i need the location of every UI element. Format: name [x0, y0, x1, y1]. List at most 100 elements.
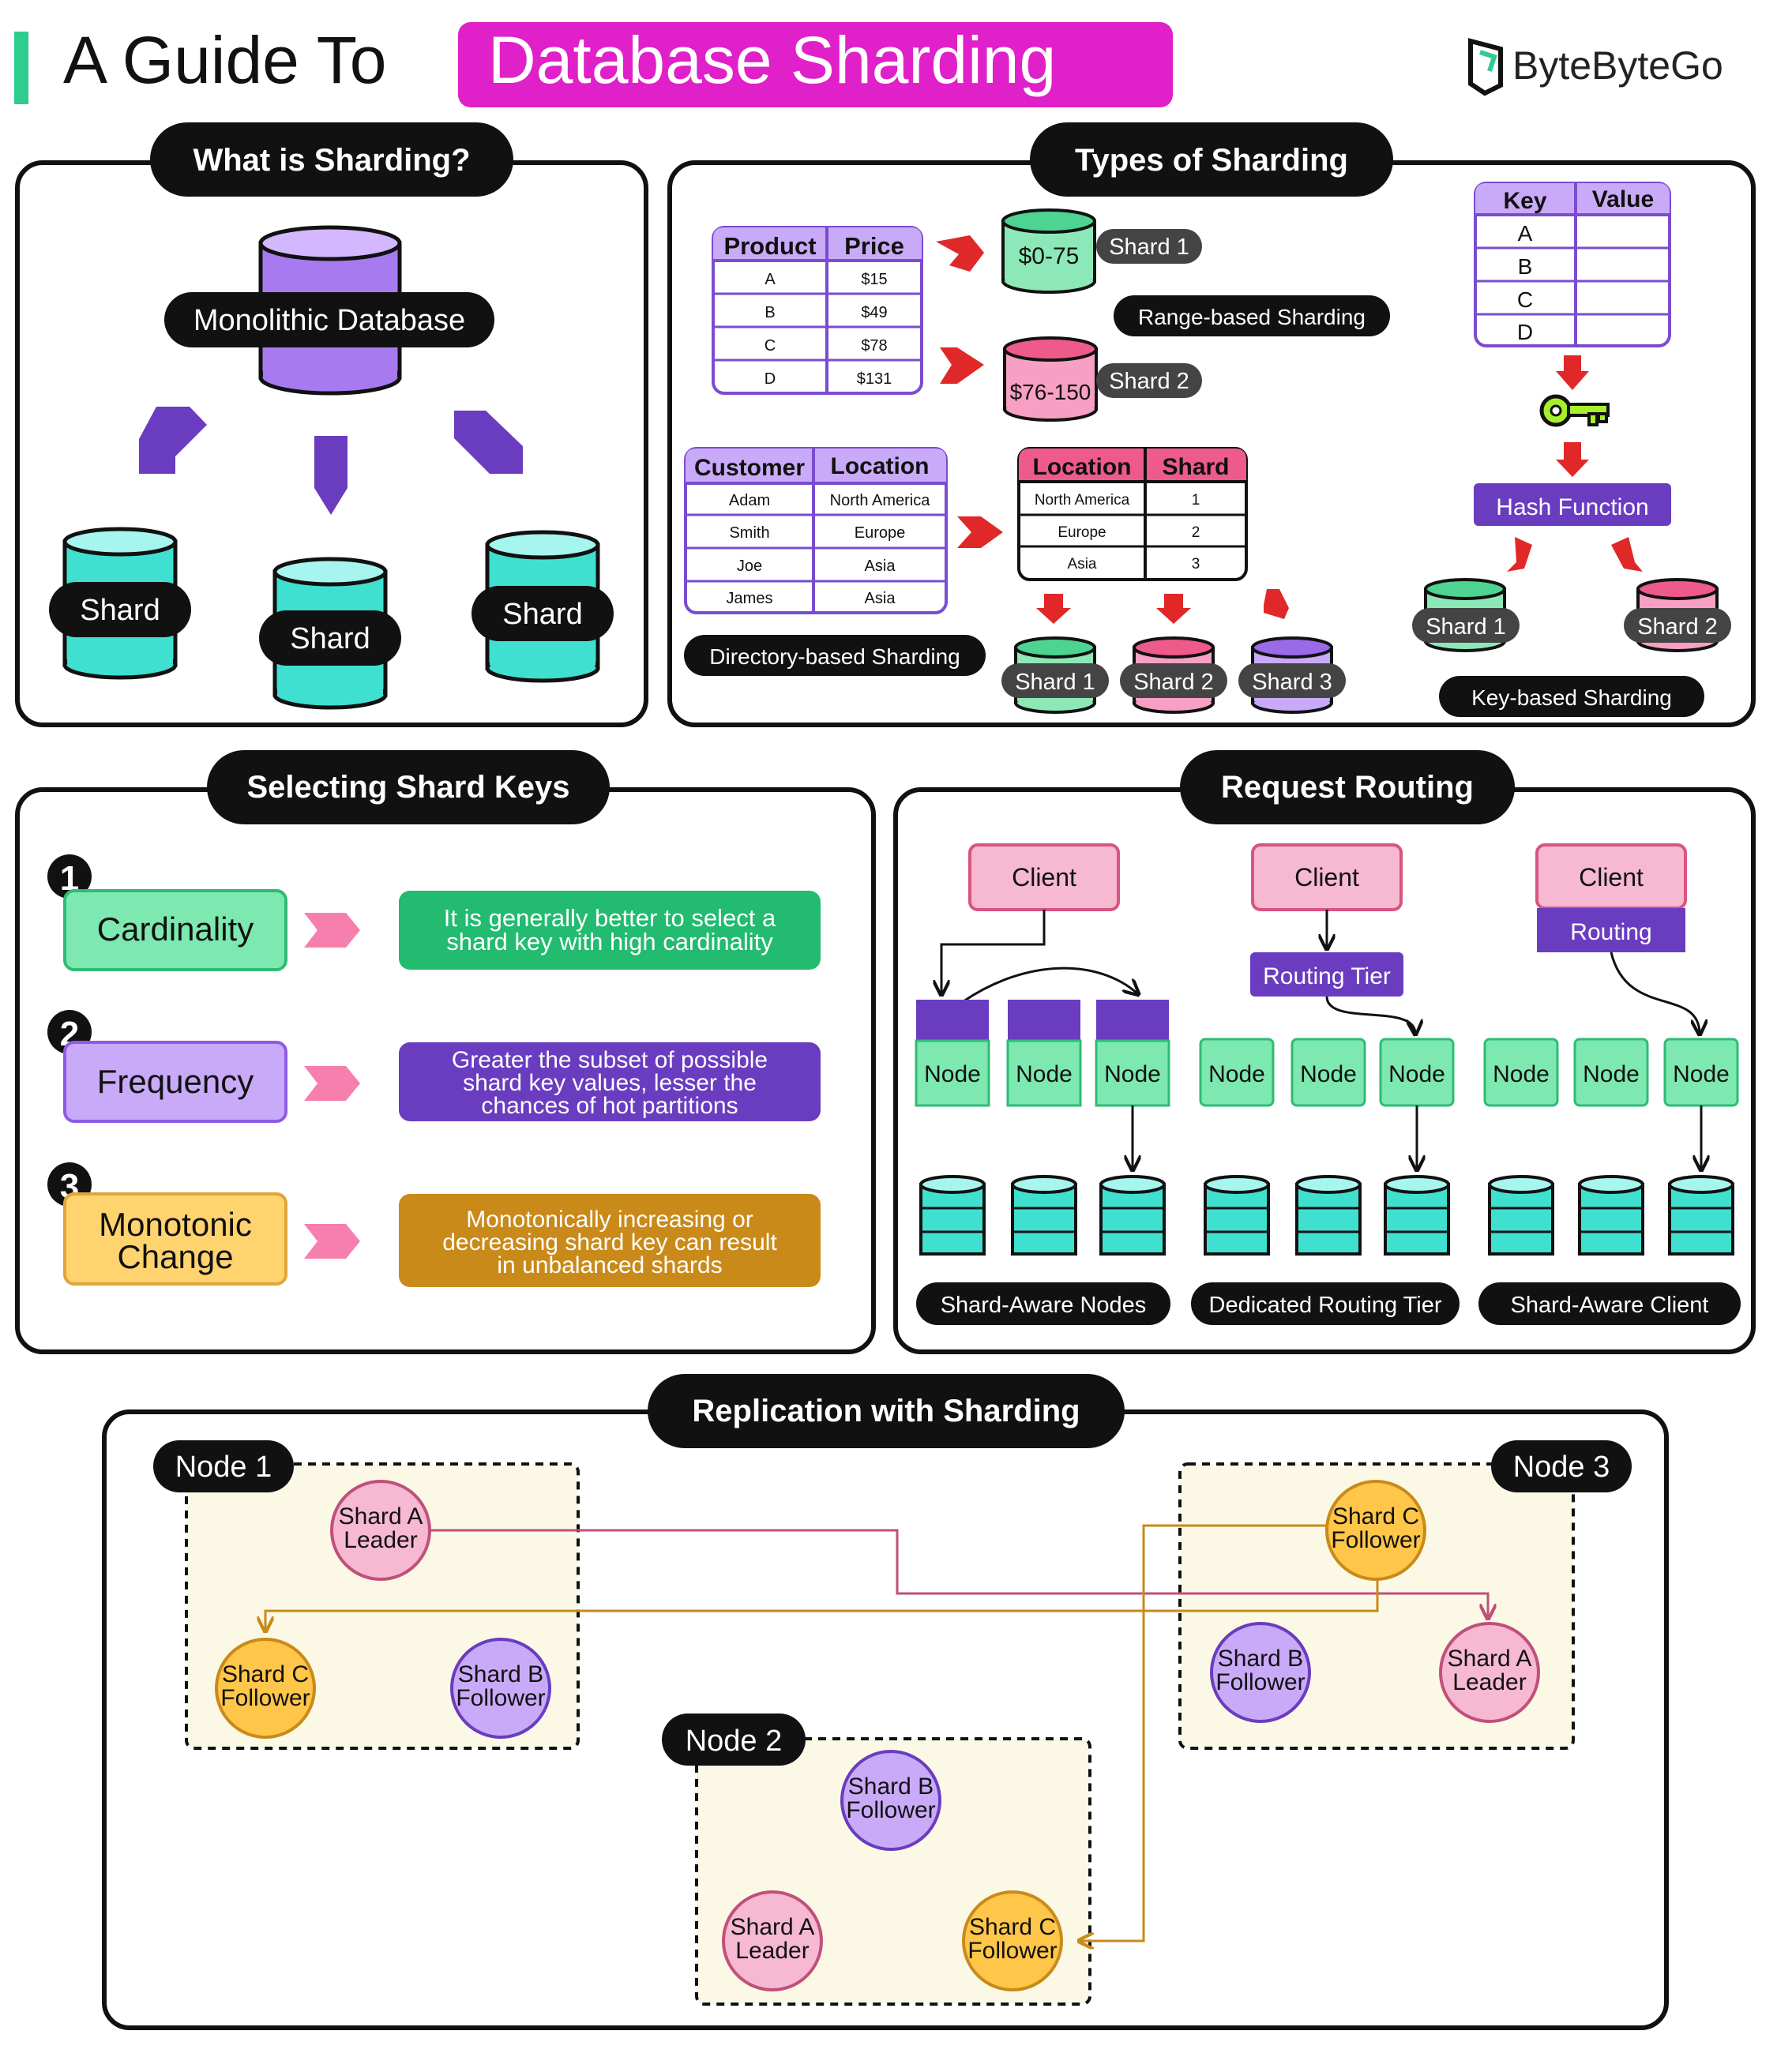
node-label: Node	[1208, 1061, 1265, 1087]
shard-label: Shard	[290, 622, 370, 655]
range-label: $76-150	[1010, 380, 1091, 404]
criterion-label: Frequency	[97, 1063, 254, 1100]
routing-tier-box	[1250, 952, 1403, 997]
node-box	[1290, 1038, 1366, 1107]
shard-tag: Shard 2	[1109, 369, 1189, 394]
table-cell: C	[765, 337, 776, 355]
customer-table: Customer Location Adam North America Smi…	[684, 447, 948, 614]
red-arrow-icon	[1556, 442, 1589, 477]
shard-role: Follower	[220, 1685, 310, 1711]
node-cap	[1008, 1000, 1080, 1041]
shard-circle	[1325, 1480, 1426, 1581]
table-cell: B	[1518, 254, 1533, 279]
description-line: Greater the subset of possible	[452, 1047, 768, 1073]
red-arrow-icon	[1507, 537, 1532, 572]
header: A Guide To Database Sharding ByteByteGo	[14, 22, 1723, 107]
criterion-box	[63, 1192, 287, 1286]
database-icon	[1011, 1175, 1077, 1256]
routing-label: Routing	[1570, 919, 1651, 945]
shard-role: Follower	[967, 1938, 1057, 1964]
pink-arrow-icon	[304, 913, 360, 948]
node-box	[1573, 1038, 1649, 1107]
shard-tag: Shard 3	[1252, 670, 1332, 695]
caption: Directory-based Sharding	[709, 644, 960, 669]
node-box	[1095, 1039, 1170, 1107]
node-label: Node	[1016, 1061, 1073, 1087]
shard-circle	[1210, 1622, 1311, 1723]
description-line: Monotonically increasing or	[466, 1207, 753, 1233]
shard-name: Shard C	[222, 1661, 309, 1687]
shard-name: Shard C	[969, 1914, 1056, 1940]
node-label: Node	[1388, 1061, 1445, 1087]
node-box	[915, 1039, 990, 1107]
range-table: Product Price A $15 B $49 C $78 D $131	[712, 226, 923, 395]
brand-name: ByteByteGo	[1512, 43, 1723, 88]
red-arrow-icon	[1611, 537, 1643, 572]
table-cell: Europe	[855, 524, 906, 542]
shard-circle	[840, 1750, 941, 1851]
shard-name: Shard A	[731, 1914, 815, 1940]
shard-name: Shard B	[1218, 1646, 1303, 1672]
table-cell: B	[765, 304, 775, 321]
shard-role: Leader	[735, 1938, 809, 1964]
shard-name: Shard A	[1448, 1646, 1532, 1672]
shard-circle	[1439, 1622, 1540, 1723]
table-cell: North America	[1035, 492, 1130, 509]
types-of-sharding-panel: Types of Sharding Product Price A $15 B …	[667, 122, 1756, 727]
section-heading: Replication with Sharding	[692, 1394, 1080, 1428]
node-label: Node 1	[175, 1451, 272, 1484]
node-box	[1199, 1038, 1275, 1107]
table-cell: $78	[861, 337, 887, 355]
red-arrow-icon	[1264, 589, 1289, 619]
table-cell: James	[727, 590, 773, 607]
table-cell: 1	[1192, 492, 1200, 509]
arrow-down-icon	[314, 436, 348, 515]
caption: Dedicated Routing Tier	[1209, 1293, 1442, 1318]
table-header: Product	[723, 232, 816, 260]
routing-tier-label: Routing Tier	[1263, 963, 1391, 989]
description-line: shard key with high cardinality	[446, 928, 773, 955]
shard-role: Follower	[1331, 1527, 1420, 1553]
request-routing-panel: Request Routing Client Client Client Rou…	[893, 750, 1756, 1354]
caption: Shard-Aware Nodes	[941, 1293, 1147, 1318]
description-line: chances of hot partitions	[481, 1093, 738, 1119]
node-cap	[916, 1000, 989, 1041]
node-label: Node	[924, 1061, 981, 1087]
node-label: Node 2	[686, 1725, 783, 1758]
routing-layer	[1537, 908, 1685, 952]
node-cap	[1096, 1000, 1169, 1041]
database-icon	[1099, 1175, 1166, 1256]
shard-role: Follower	[846, 1797, 935, 1823]
table-header: Customer	[694, 455, 805, 481]
table-header: Price	[844, 232, 904, 260]
shard-label: Shard	[502, 598, 582, 631]
database-icon	[1384, 1175, 1450, 1256]
criterion-box	[63, 1041, 287, 1123]
table-cell: 2	[1192, 524, 1200, 541]
node-label: Node	[1583, 1061, 1640, 1087]
red-arrow-icon	[957, 516, 1003, 548]
database-icon	[1295, 1175, 1362, 1256]
accent-bar	[14, 32, 28, 104]
pink-arrow-icon	[304, 1224, 360, 1259]
criterion-label: Cardinality	[97, 910, 254, 948]
shard-circle	[962, 1890, 1063, 1991]
description-line: shard key values, lesser the	[463, 1070, 757, 1096]
criterion-box	[63, 889, 287, 971]
database-icon	[1668, 1175, 1734, 1256]
table-cell: Asia	[865, 590, 896, 607]
section-heading: Request Routing	[1221, 770, 1474, 805]
range-shard2-db-icon	[1003, 336, 1098, 422]
shard-role: Follower	[1215, 1669, 1305, 1695]
pink-arrow-icon	[304, 1066, 360, 1101]
what-is-sharding-panel: What is Sharding? Monolithic Database Sh…	[15, 122, 648, 727]
shard-label: Shard	[80, 594, 160, 627]
shard-role: Follower	[456, 1685, 545, 1711]
caption: Key-based Sharding	[1471, 685, 1672, 710]
shard-name: Shard B	[458, 1661, 543, 1687]
replication-link-shard-a	[430, 1529, 1488, 1617]
shard-circle	[215, 1638, 316, 1739]
selecting-shard-keys-panel: Selecting Shard Keys 1 Cardinality It is…	[15, 750, 876, 1354]
shard-circle	[722, 1890, 823, 1991]
